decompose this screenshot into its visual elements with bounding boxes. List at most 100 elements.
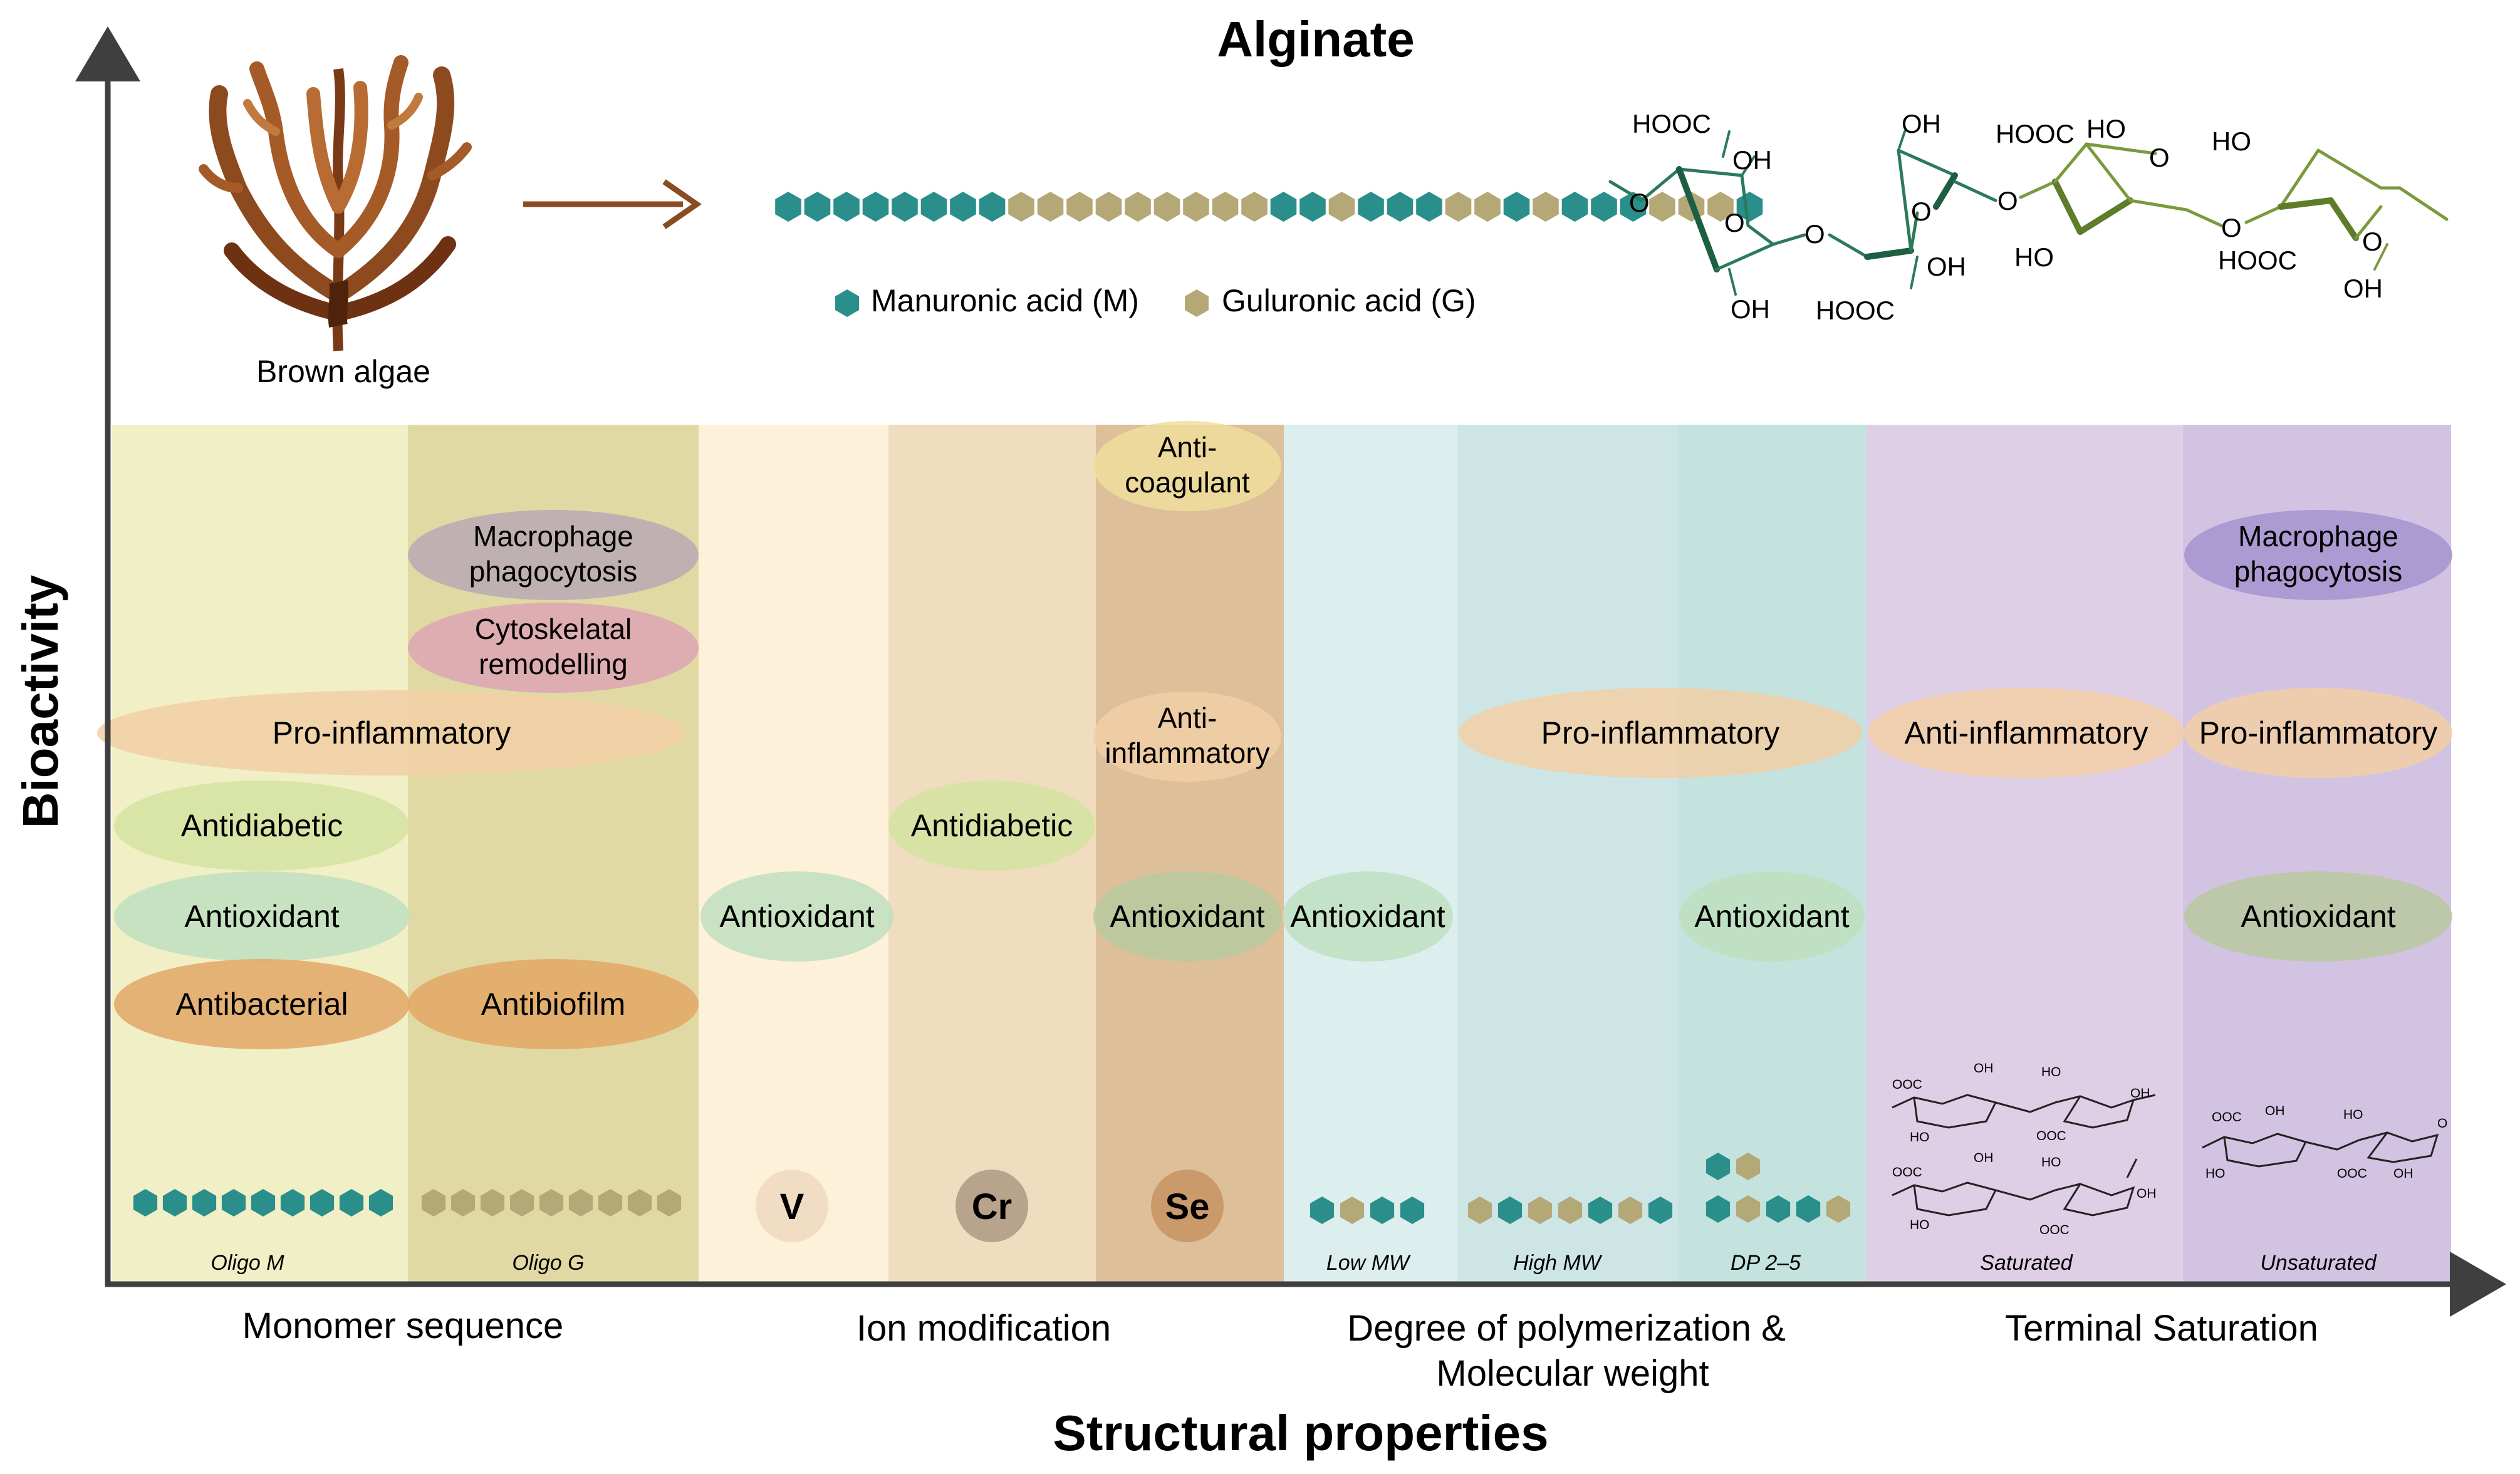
chain-residue [1705,1153,1731,1180]
saturated-structure-icon [1892,1094,2156,1217]
chain-residue [1416,192,1442,222]
chem-hooc-2: HOOC [1816,296,1895,325]
diagram-title: Alginate [1217,11,1415,67]
pill-antibiofilm-oligo-g: Antibiofilm [408,959,699,1049]
chain-residue [1826,1195,1851,1223]
chain-residue [1066,192,1093,222]
pill-cytoskeletal-oligo-g: Cytoskelatal remodelling [408,603,699,693]
svg-text:HO: HO [2343,1108,2363,1122]
svg-text:Cr: Cr [972,1186,1012,1227]
group-label-terminal: Terminal Saturation [2005,1308,2318,1349]
brown-algae-label: Brown algae [256,354,430,389]
axes [75,26,2506,1317]
sublabel-dp: DP 2–5 [1731,1251,1801,1275]
svg-text:HO: HO [2205,1166,2226,1181]
svg-text:OH: OH [2137,1186,2157,1201]
svg-text:Macrophage: Macrophage [2238,520,2398,553]
y-axis-arrow-icon [75,26,140,81]
pill-macrophage-unsaturated: Macrophage phagocytosis [2184,510,2452,600]
chem-o-link-2: O [1997,186,2018,215]
chain-residue [192,1189,217,1217]
chain-residue [950,192,976,222]
svg-text:HO: HO [2041,1155,2061,1170]
pill-antioxidant-se: Antioxidant [1093,871,1281,962]
chain-residue [1370,1196,1395,1224]
ion-v-icon: V [756,1170,828,1242]
svg-text:remodelling: remodelling [479,648,628,680]
chain-residue [368,1189,393,1217]
chain-residue [627,1189,652,1217]
pill-antidiabetic-oligo-m: Antidiabetic [114,781,410,871]
chain-residue [221,1189,246,1217]
svg-text:HO: HO [1910,1218,1930,1232]
column-se [1096,425,1284,1282]
x-axis-title: Structural properties [1053,1405,1548,1461]
column-low-mw [1284,425,1457,1282]
chem-oh-2: OH [1731,294,1770,324]
group-label-ion: Ion modification [856,1308,1111,1349]
chain-residue [1497,1196,1523,1224]
legend-m-swatch [835,289,859,317]
svg-text:OOC: OOC [2036,1129,2066,1143]
chain-residue [1328,192,1355,222]
unsaturated-structure-labels: OOC OH HO O HO OOC OH [2205,1104,2447,1181]
chain-residue [310,1189,335,1217]
svg-text:Se: Se [1165,1186,1210,1227]
pill-anticoagulant-se: Anti- coagulant [1093,421,1281,511]
column-high-mw [1457,425,1678,1282]
svg-text:Anti-: Anti- [1158,431,1217,464]
chem-ho-1: HO [2086,114,2126,143]
chain-residue [1528,1196,1553,1224]
chain-residue [862,192,889,222]
chem-o-link-3: O [2221,213,2242,242]
chain-residue [251,1189,276,1217]
svg-text:OH: OH [2130,1086,2150,1101]
chain-residue [1503,192,1530,222]
chem-oh-3: OH [1902,109,1941,138]
column-v [699,425,888,1282]
chain-residue [568,1189,593,1217]
pill-antidiabetic-cr: Antidiabetic [888,781,1095,871]
svg-text:Antioxidant: Antioxidant [184,899,339,934]
svg-text:Antidiabetic: Antidiabetic [911,808,1073,843]
svg-text:Antioxidant: Antioxidant [2241,899,2395,934]
svg-text:OOC: OOC [2039,1223,2070,1237]
svg-text:OH: OH [2265,1104,2285,1118]
svg-text:Anti-: Anti- [1158,702,1217,734]
chain-residue [775,192,801,222]
chem-o-2: O [1911,197,1932,226]
chem-oh-4: OH [1927,252,1966,281]
column-sublabels: Oligo M Oligo G Low MW High MW DP 2–5 Sa… [211,1251,2377,1275]
chain-residue [421,1189,446,1217]
chem-hooc-1: HOOC [1632,109,1711,138]
chain-residue [1591,192,1617,222]
pill-antiinflammatory-se: Anti- inflammatory [1093,692,1281,782]
brown-algae-icon [199,55,472,351]
chain-residue [1125,192,1151,222]
x-axis-arrow-icon [2450,1252,2506,1317]
sublabel-oligo-m: Oligo M [211,1251,284,1275]
ion-se-icon: Se [1151,1170,1224,1242]
svg-text:HO: HO [2041,1065,2061,1079]
bioactivity-pills: Pro-inflammatory Antidiabetic Antioxidan… [97,421,2452,1049]
svg-text:Antibiofilm: Antibiofilm [481,987,626,1022]
svg-text:OOC: OOC [1892,1077,1922,1092]
svg-text:V: V [780,1186,804,1227]
group-label-dp-line1: Degree of polymerization & [1347,1308,1786,1349]
sublabel-saturated: Saturated [1980,1251,2073,1275]
svg-text:phagocytosis: phagocytosis [469,555,638,588]
bottom-chain-icons [133,1153,1851,1224]
pill-macrophage-oligo-g: Macrophage phagocytosis [408,510,699,600]
svg-text:OOC: OOC [2212,1110,2242,1124]
chain-residue [1533,192,1559,222]
svg-text:coagulant: coagulant [1125,466,1250,499]
chem-o-link-1: O [1804,219,1825,249]
svg-text:Antioxidant: Antioxidant [1694,899,1849,934]
svg-text:Macrophage: Macrophage [473,520,633,553]
legend-g-swatch [1185,289,1209,317]
chain-residue [1649,192,1675,222]
pill-antibacterial-oligo-m: Antibacterial [114,959,410,1049]
chem-o-ring-1: O [1724,208,1745,237]
chain-residue [1558,1196,1583,1224]
svg-text:Antioxidant: Antioxidant [1110,899,1264,934]
